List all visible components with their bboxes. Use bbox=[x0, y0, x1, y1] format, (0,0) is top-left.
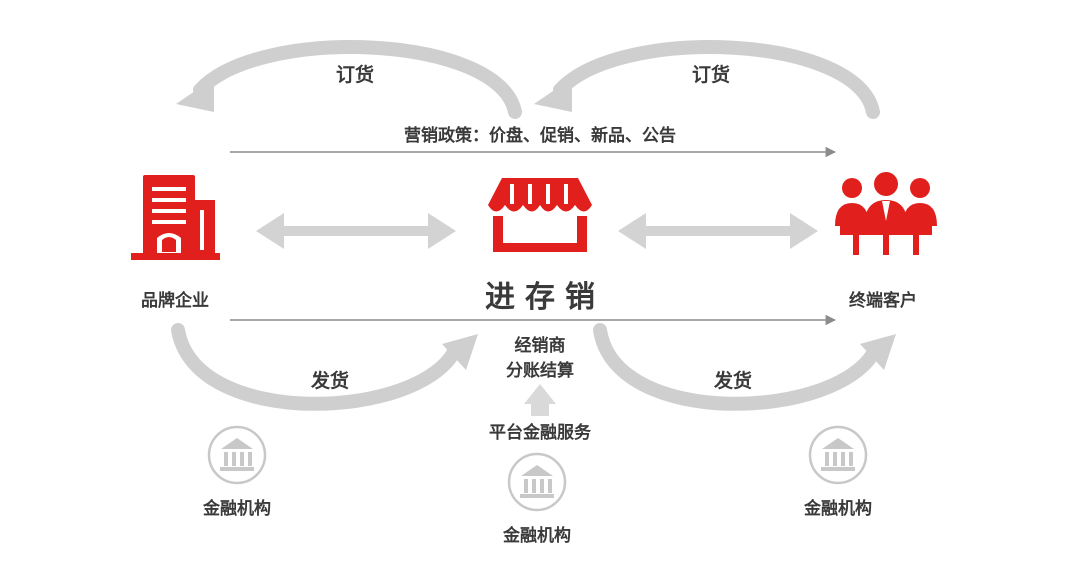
bank-icon bbox=[808, 425, 868, 485]
storefront-icon bbox=[488, 178, 592, 252]
bank-icon bbox=[507, 452, 567, 512]
brand-enterprise-label: 品牌企业 bbox=[141, 291, 209, 311]
people-group-icon bbox=[835, 172, 937, 255]
bottom-right-curved-arrow bbox=[593, 323, 896, 411]
institution-label-left: 金融机构 bbox=[203, 499, 271, 519]
bank-icon bbox=[207, 425, 267, 485]
institution-label-center: 金融机构 bbox=[503, 526, 571, 546]
order-label-left: 订货 bbox=[335, 64, 374, 86]
double-arrow-left bbox=[256, 213, 456, 249]
order-label-right: 订货 bbox=[691, 64, 730, 86]
center-node-label: 进存销 bbox=[485, 280, 605, 315]
ship-label-left: 发货 bbox=[310, 370, 349, 392]
dealer-label: 经销商 bbox=[514, 336, 566, 356]
platform-up-arrow bbox=[524, 384, 556, 416]
settlement-label: 分账结算 bbox=[506, 361, 574, 381]
ship-label-right: 发货 bbox=[713, 370, 752, 392]
bottom-left-curved-arrow bbox=[171, 323, 478, 411]
top-right-curved-arrow bbox=[534, 40, 880, 119]
building-icon bbox=[131, 175, 220, 260]
double-arrow-right bbox=[618, 213, 818, 249]
marketing-policy-label: 营销政策：价盘、促销、新品、公告 bbox=[404, 126, 676, 146]
top-left-curved-arrow bbox=[176, 40, 522, 119]
platform-finance-label: 平台金融服务 bbox=[489, 423, 591, 443]
institution-label-right: 金融机构 bbox=[804, 499, 872, 519]
end-customer-label: 终端客户 bbox=[849, 291, 917, 311]
